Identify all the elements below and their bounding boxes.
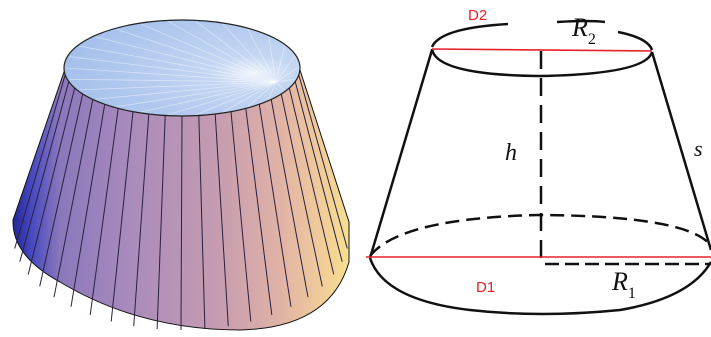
top-face-ray — [275, 56, 295, 83]
top-face-ray — [275, 46, 285, 83]
left-slant-edge — [368, 49, 434, 259]
label-d2: D2 — [468, 7, 487, 24]
top-ellipse-back-right — [556, 19, 606, 24]
facet-edge — [258, 104, 292, 307]
top-face-ray — [116, 81, 277, 108]
top-face-ray — [195, 81, 277, 116]
top-face-ray — [69, 78, 277, 83]
top-face-ray — [95, 36, 277, 83]
shaded-frustum — [12, 19, 350, 331]
facet-edge — [280, 93, 323, 287]
label-r2: R2 — [571, 13, 596, 48]
facet-edge — [39, 93, 84, 287]
top-face-ray — [79, 45, 277, 83]
facet-edge — [110, 111, 134, 322]
top-face-ray — [79, 81, 277, 91]
top-face-ray — [247, 29, 277, 83]
top-face-ray — [195, 20, 277, 83]
facet-edge — [70, 104, 106, 307]
top-face-ray — [275, 78, 295, 83]
label-height: h — [505, 140, 517, 166]
frustum-facet-lines — [14, 74, 348, 331]
facet-edge — [198, 115, 206, 330]
top-face-ray — [167, 20, 277, 83]
top-face-ray — [275, 67, 298, 83]
facet-edge — [133, 114, 150, 327]
top-face-ray — [268, 81, 277, 100]
top-face-ray — [222, 81, 277, 113]
facet-edge — [214, 114, 229, 327]
top-ellipse-front — [430, 48, 654, 78]
label-r1: R1 — [611, 267, 636, 302]
facet-edge — [180, 115, 183, 331]
top-face-ray — [247, 81, 277, 108]
facet-edge — [294, 81, 343, 262]
top-face-ray — [140, 23, 277, 83]
facet-edge — [245, 108, 273, 315]
frustum-top-face — [63, 19, 301, 117]
facet-edge — [89, 108, 119, 315]
top-face-ray — [95, 81, 277, 100]
top-face-ray — [69, 56, 277, 83]
top-ellipse-back — [430, 22, 509, 48]
facet-edge — [53, 99, 94, 298]
labeled-frustum — [368, 19, 711, 316]
facet-edge — [156, 115, 166, 330]
bottom-ellipse-front — [368, 257, 711, 316]
right-slant-edge — [650, 51, 711, 251]
top-face-ray — [66, 67, 277, 83]
label-slant: s — [694, 136, 703, 161]
top-face-shading-rays — [66, 20, 298, 116]
facet-edge — [270, 99, 309, 298]
label-d1: D1 — [476, 279, 495, 296]
facet-edge — [298, 74, 348, 249]
facet-edge — [288, 87, 335, 275]
top-ellipse-back-right2 — [617, 30, 654, 51]
top-face-ray — [116, 28, 277, 83]
facet-edge — [19, 81, 70, 262]
top-face-ray — [222, 23, 277, 83]
facet-edge — [27, 87, 76, 275]
facet-edge — [230, 111, 252, 322]
top-face-ray — [268, 36, 277, 83]
top-face-ray — [140, 81, 277, 113]
facet-edge — [14, 74, 66, 249]
top-diameter-line — [431, 48, 653, 52]
top-face-ray — [167, 81, 277, 116]
top-face-ray — [275, 81, 285, 91]
